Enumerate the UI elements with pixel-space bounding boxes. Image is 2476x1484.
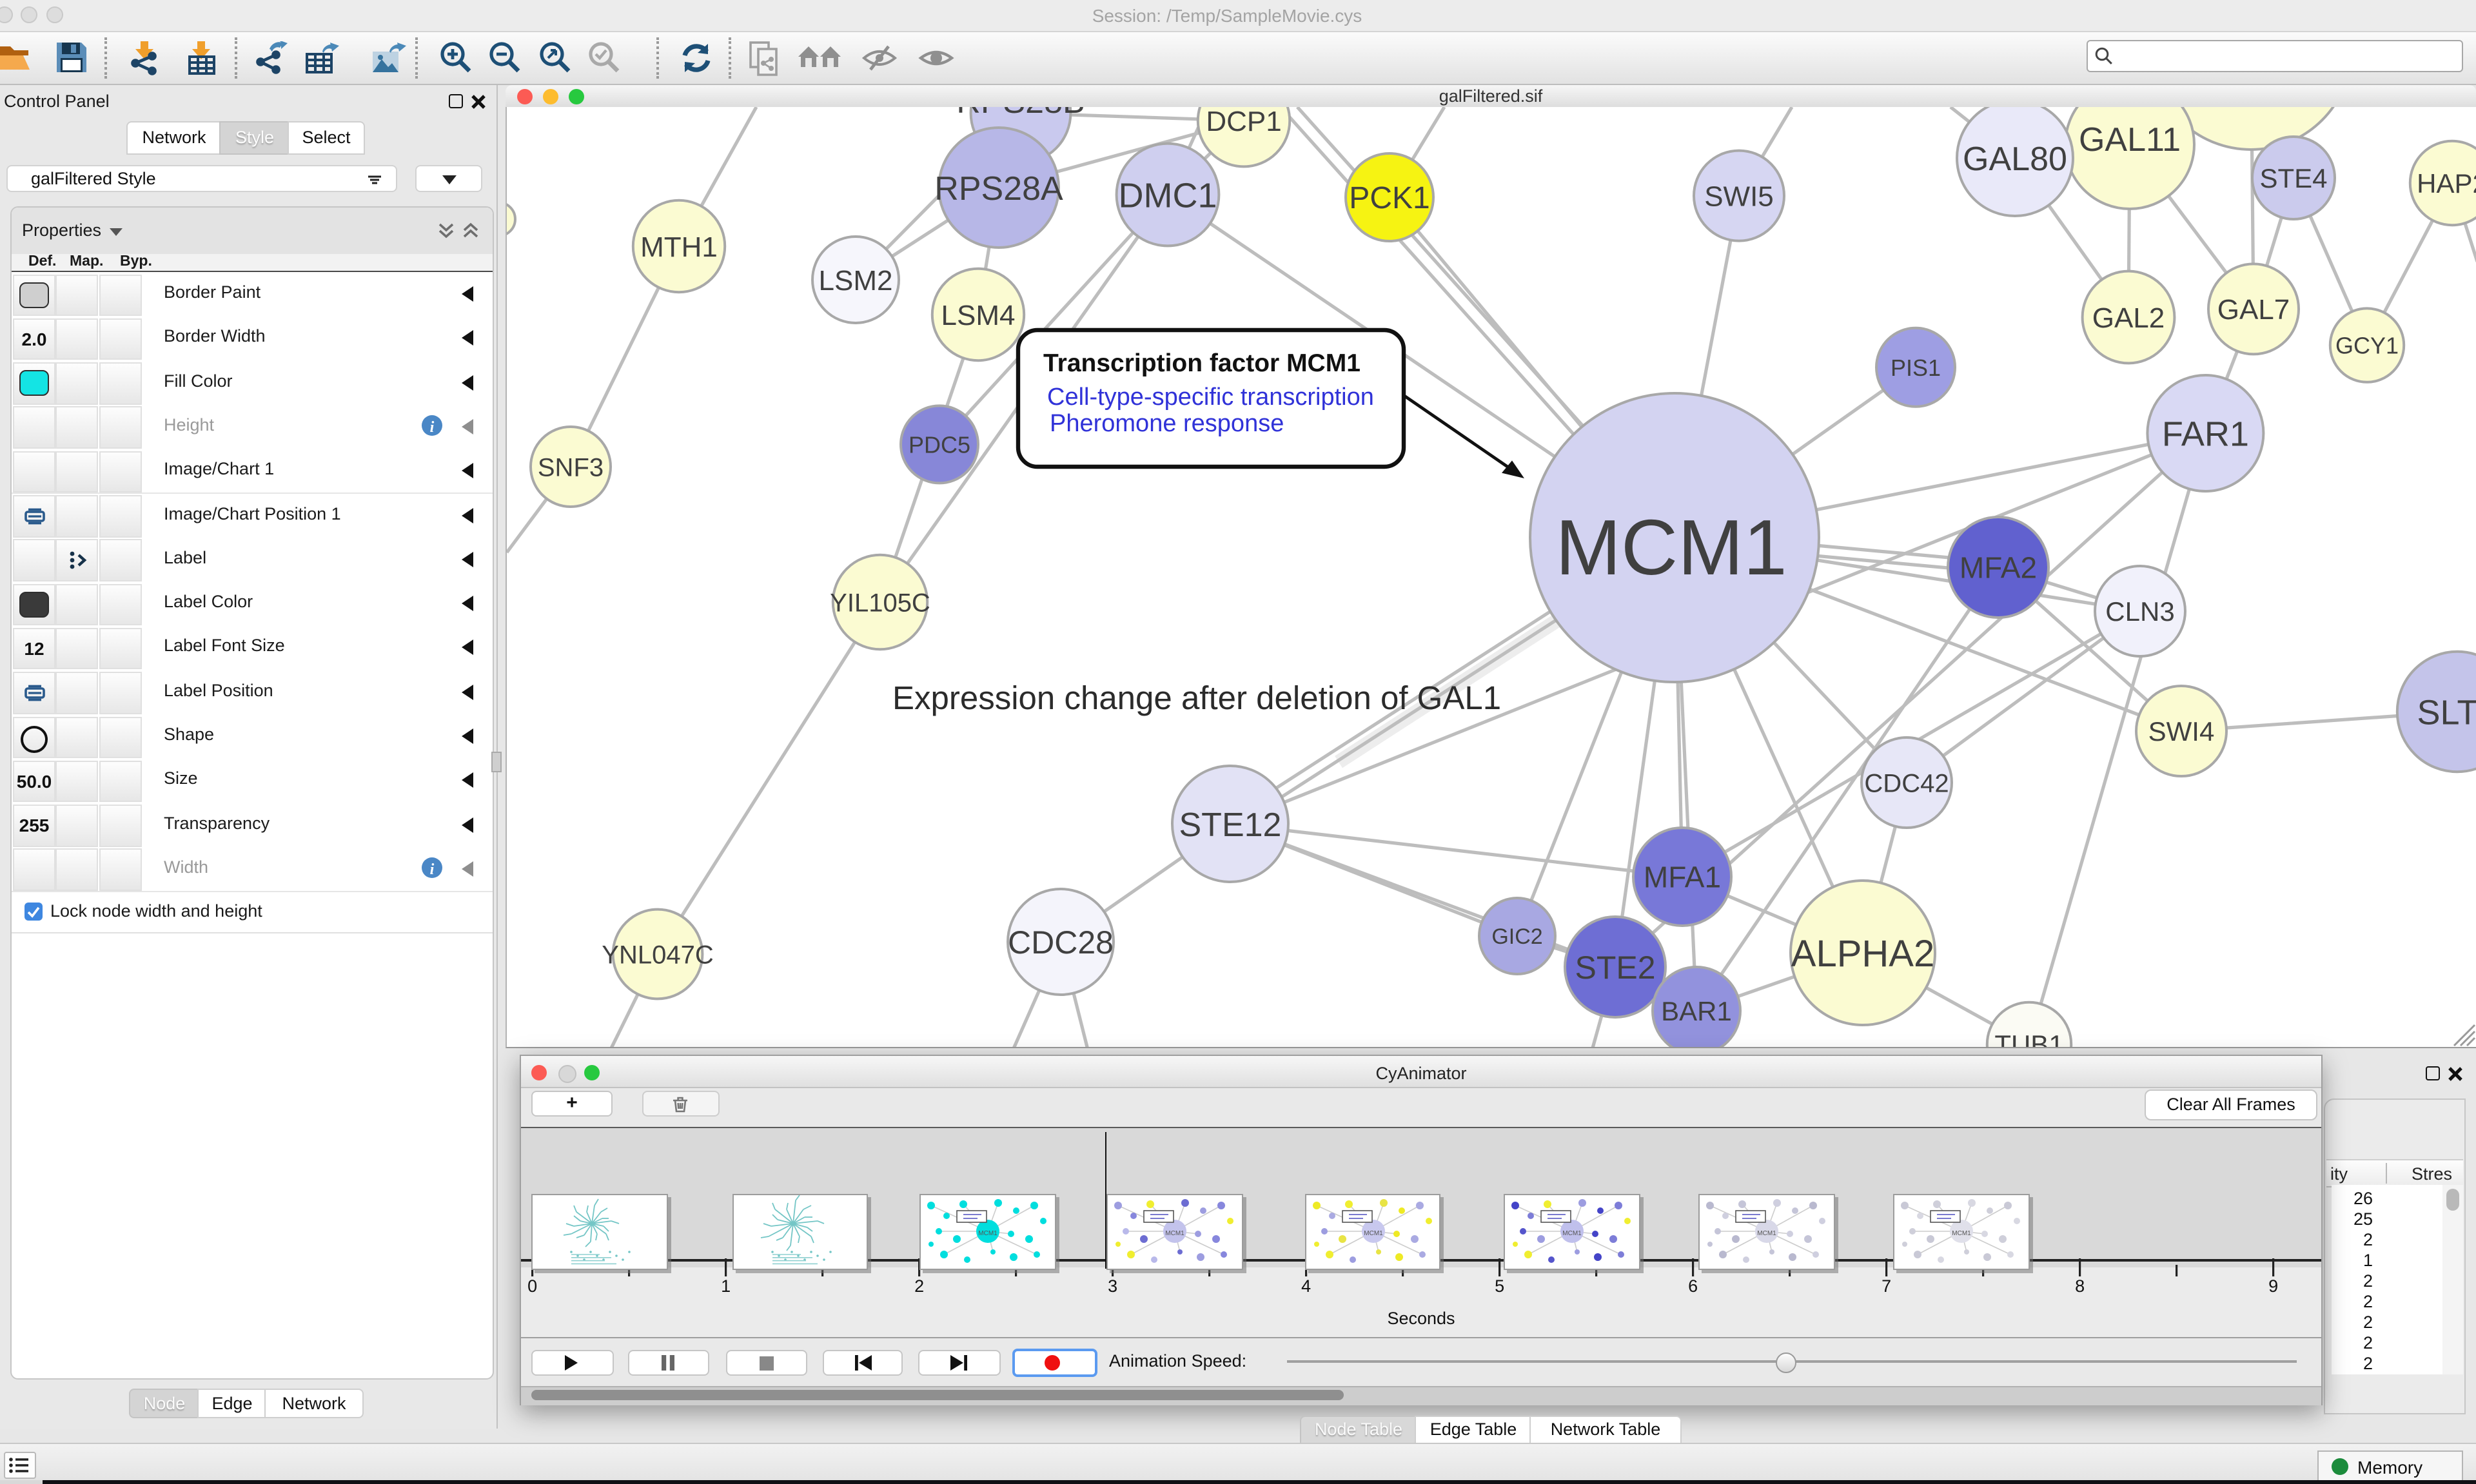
svg-text:6: 6 [1688,1276,1698,1296]
svg-text:SLT2: SLT2 [2417,693,2476,732]
svg-text:MCM1: MCM1 [1555,503,1787,591]
svg-text:Transcription factor MCM1: Transcription factor MCM1 [1043,349,1361,377]
svg-text:1: 1 [721,1276,731,1296]
svg-text:MFA2: MFA2 [1960,551,2037,585]
svg-text:0: 0 [527,1276,537,1296]
svg-text:YIL105C: YIL105C [830,589,930,617]
svg-text:Cell-type-specific transcripti: Cell-type-specific transcription [1047,384,1374,411]
svg-text:CDC42: CDC42 [1864,769,1949,797]
svg-text:CDC28: CDC28 [1008,924,1114,961]
svg-text:BAR1: BAR1 [1661,996,1732,1026]
svg-text:ALPHA2: ALPHA2 [1791,933,1934,975]
svg-text:YNL047C: YNL047C [602,941,713,969]
svg-text:PCK1: PCK1 [1349,181,1430,215]
svg-text:TUB1: TUB1 [1994,1030,2063,1048]
svg-text:GCY1: GCY1 [2335,333,2399,359]
svg-text:MTH1: MTH1 [640,231,718,263]
svg-text:DMC1: DMC1 [1118,176,1217,215]
svg-text:SNF3: SNF3 [538,453,604,482]
svg-text:STE4: STE4 [2259,163,2327,193]
svg-text:GAL2: GAL2 [2092,302,2165,334]
svg-text:5: 5 [1495,1276,1504,1296]
svg-text:GAL7: GAL7 [2217,294,2290,326]
svg-text:7: 7 [1882,1276,1891,1296]
svg-text:MCM1: MCM1 [1952,1230,1971,1237]
svg-text:GIC2: GIC2 [1491,924,1542,949]
svg-text:FAR1: FAR1 [2162,415,2249,453]
svg-text:MCM1: MCM1 [1562,1230,1582,1237]
svg-text:4: 4 [1301,1276,1311,1296]
svg-text:8: 8 [2075,1276,2085,1296]
svg-text:MCM1: MCM1 [1165,1230,1184,1237]
svg-text:RPS28A: RPS28A [934,170,1063,208]
svg-text:9: 9 [2268,1276,2278,1296]
svg-text:STE12: STE12 [1179,806,1282,844]
svg-text:LSM4: LSM4 [941,300,1016,331]
svg-text:CLN3: CLN3 [2105,596,2174,627]
svg-text:PDC5: PDC5 [909,431,970,458]
svg-text:MCM1: MCM1 [1757,1230,1776,1237]
svg-text:GAL11: GAL11 [2079,121,2181,159]
svg-text:SWI4: SWI4 [2148,716,2215,747]
svg-text:2: 2 [914,1276,924,1296]
svg-text:Pheromone response: Pheromone response [1050,410,1284,437]
svg-text:MCM1: MCM1 [978,1230,997,1237]
svg-text:Expression change after deleti: Expression change after deletion of GAL1 [892,679,1501,716]
svg-text:HAP2: HAP2 [2417,168,2476,199]
svg-text:3: 3 [1108,1276,1117,1296]
svg-text:GAL80: GAL80 [1963,141,2067,178]
svg-text:MCM1: MCM1 [1363,1230,1382,1237]
svg-text:LSM2: LSM2 [819,265,893,297]
svg-text:SWI5: SWI5 [1704,181,1774,212]
svg-text:PIS1: PIS1 [1891,355,1941,381]
svg-text:STE2: STE2 [1575,950,1655,986]
svg-text:MFA1: MFA1 [1644,861,1721,894]
svg-text:RPS28B: RPS28B [956,107,1085,121]
svg-text:DCP1: DCP1 [1206,107,1281,137]
